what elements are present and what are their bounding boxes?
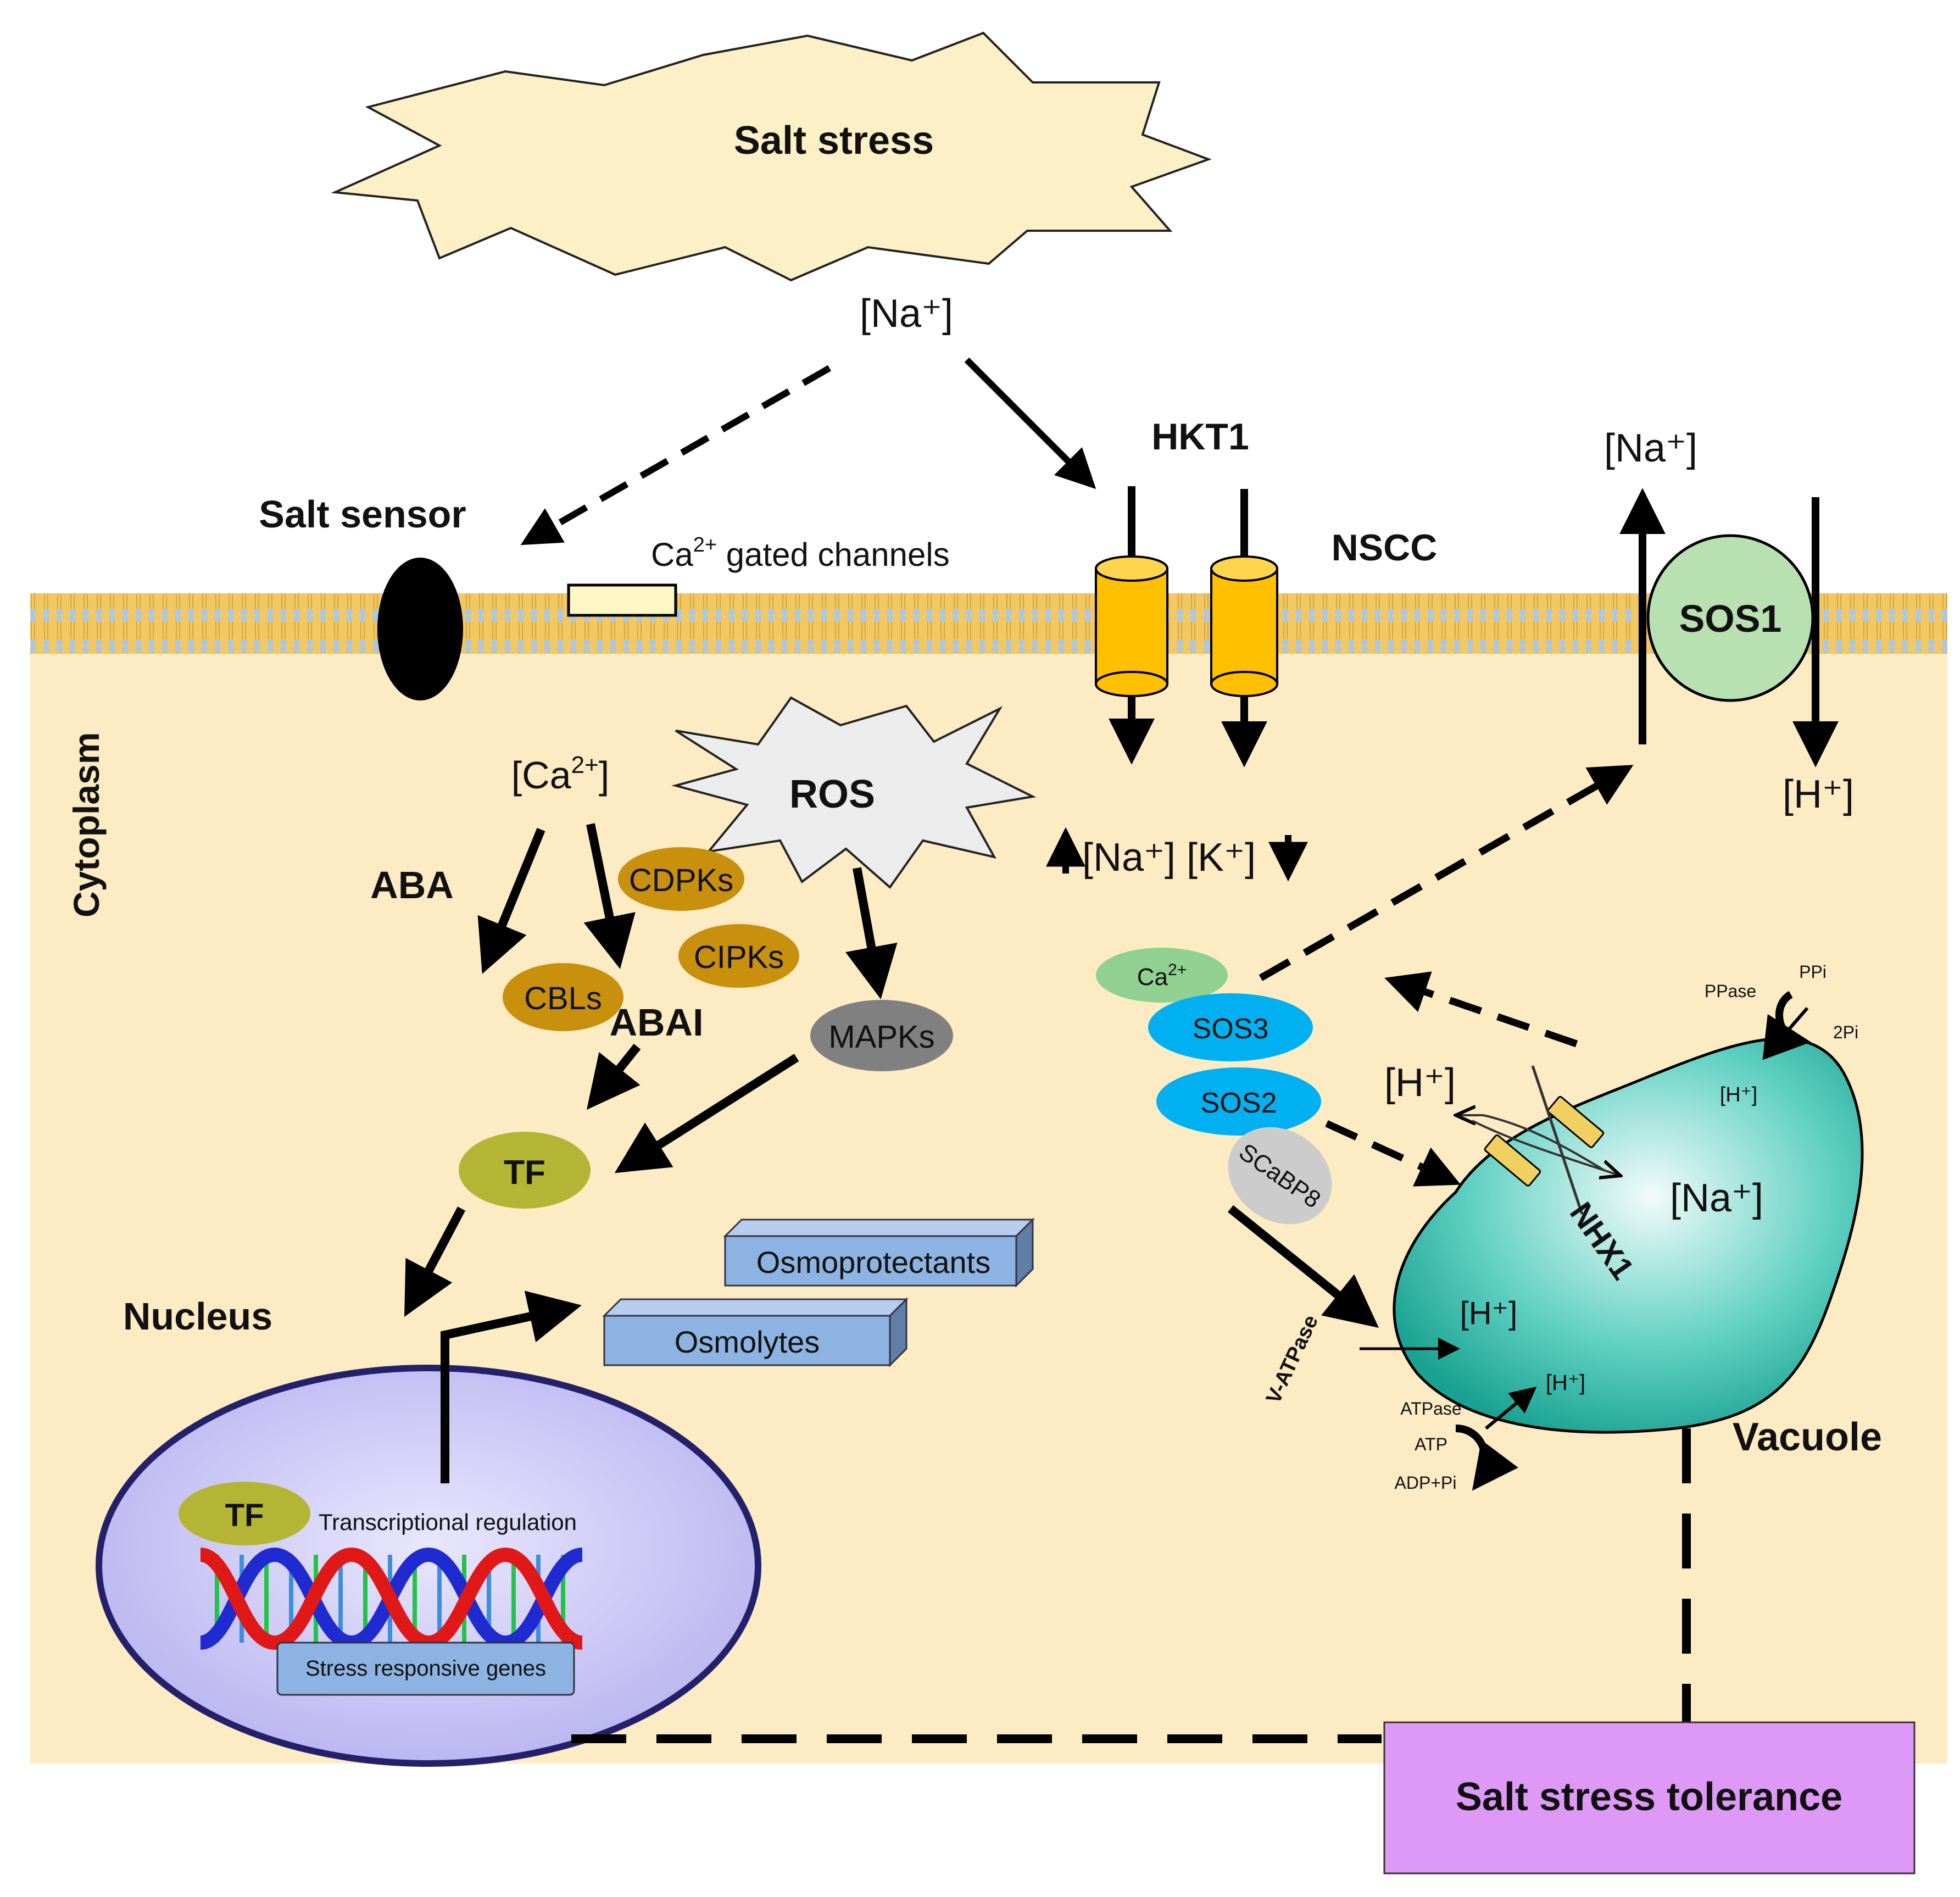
tf-nucleus-node xyxy=(179,1482,310,1545)
ppase-h-arrow xyxy=(1768,1007,1809,1054)
ca-to-abai-arrow xyxy=(583,823,636,969)
salt-sensor xyxy=(377,558,463,700)
h-vacuole-top-label: [H⁺] xyxy=(1720,1083,1758,1106)
osmolytes-box: Osmolytes xyxy=(602,1297,909,1367)
nhx1-h-flow-arrow xyxy=(1456,1115,1605,1171)
abai-to-tf-arrow xyxy=(587,1044,641,1110)
tolerance-label: Salt stress tolerance xyxy=(1456,1775,1842,1819)
atpase-label: ATPase xyxy=(1400,1399,1461,1418)
sos2-label: SOS2 xyxy=(1201,1087,1277,1119)
adp-pi-label: ADP+Pi xyxy=(1395,1473,1457,1493)
ca-sos-node xyxy=(1096,948,1228,1003)
na-to-hkt1-arrow xyxy=(964,357,1096,489)
atp-label: ATP xyxy=(1415,1434,1447,1454)
nhx1-part-b xyxy=(1547,1095,1605,1148)
dna-helix xyxy=(199,1547,583,1650)
salt-stress-burst xyxy=(331,31,1212,282)
h-vacuole-mid-label: [H⁺] xyxy=(1460,1295,1518,1331)
na-k-change-label: [Na⁺] [K⁺] xyxy=(1082,836,1256,880)
atpase-reaction-arrow xyxy=(1455,1425,1518,1491)
mapks-node xyxy=(810,1000,953,1071)
nucleus-label: Nucleus xyxy=(123,1295,272,1338)
stress-genes-box xyxy=(276,1642,575,1696)
osmoprotectants-box: Osmoprotectants xyxy=(723,1217,1035,1288)
na-vacuole-label: [Na⁺] xyxy=(1670,1176,1763,1220)
h-imported-label: [H⁺] xyxy=(1783,772,1854,816)
tolerance-box xyxy=(1383,1721,1916,1874)
salt-stress-label: Salt stress xyxy=(734,119,934,163)
tf-to-nucleus-arrow xyxy=(404,1206,466,1317)
ca-cytosolic-label: [Ca2+] xyxy=(511,752,610,797)
nhx1-na-flow-arrow xyxy=(1472,1120,1621,1176)
transcriptional-regulation-label: Transcriptional regulation xyxy=(319,1509,577,1535)
salt-sensor-label: Salt sensor xyxy=(259,493,466,536)
abai-label: ABAI xyxy=(609,1001,703,1044)
sos1-transporter xyxy=(1646,534,1814,702)
ros-burst xyxy=(671,696,1037,889)
mapks-to-tf-arrow xyxy=(614,1054,799,1173)
nscc-channel xyxy=(1210,489,1278,767)
stress-genes-label: Stress responsive genes xyxy=(305,1656,546,1681)
sos3-label: SOS3 xyxy=(1193,1013,1269,1045)
atpase-h-arrow xyxy=(1485,1386,1537,1430)
scabp8-to-vacuole-arrow xyxy=(1227,1205,1379,1328)
vacuole xyxy=(1393,1037,1864,1434)
ca-gated-channels-label: Ca2+ gated channels xyxy=(651,533,950,573)
two-pi-label: 2Pi xyxy=(1833,1022,1858,1042)
cytoplasm-label: Cytoplasm xyxy=(66,732,107,917)
vacuole-to-sos-arrow xyxy=(1384,971,1578,1048)
sos2-to-nhx1-arrow xyxy=(1325,1120,1461,1187)
aba-label: ABA xyxy=(370,864,454,906)
ros-to-mapks-arrow xyxy=(845,867,898,999)
tf-node xyxy=(459,1132,591,1209)
plasma-membrane xyxy=(30,593,1947,654)
cdpks-label: CDPKs xyxy=(629,863,733,898)
na-exported-label: [Na⁺] xyxy=(1604,426,1697,470)
scabp8-node xyxy=(1228,1127,1332,1225)
gene-expression-arrow xyxy=(441,1290,582,1483)
cbls-node xyxy=(503,963,623,1031)
nscc-label: NSCC xyxy=(1332,527,1438,569)
tf-nucleus-label: TF xyxy=(225,1498,264,1533)
sos1-label: SOS1 xyxy=(1679,597,1782,640)
osmolytes-label: Osmolytes xyxy=(675,1325,820,1359)
hkt1-channel xyxy=(1095,486,1168,765)
sos2-node xyxy=(1156,1067,1321,1136)
na-to-sensor-arrow xyxy=(520,365,831,546)
osmoprotectants-label: Osmoprotectants xyxy=(756,1245,990,1279)
cbls-label: CBLs xyxy=(524,981,602,1016)
sos3-to-sos1-arrow xyxy=(1259,765,1634,981)
cdpks-node xyxy=(618,847,744,911)
h-cytosolic-label: [H⁺] xyxy=(1384,1061,1456,1105)
hkt1-label: HKT1 xyxy=(1151,416,1249,458)
tf-label: TF xyxy=(504,1154,545,1192)
h-vacuole-low-label: [H⁺] xyxy=(1546,1371,1585,1395)
nhx1-outer-line xyxy=(1531,1065,1584,1215)
ca-gated-channel xyxy=(567,583,677,617)
mapks-label: MAPKs xyxy=(828,1019,934,1055)
na-outside-label: [Na⁺] xyxy=(860,292,953,336)
ros-label: ROS xyxy=(789,772,875,816)
cipks-node xyxy=(678,924,799,988)
vacuole-label: Vacuole xyxy=(1733,1415,1882,1459)
nhx1-part-a xyxy=(1484,1134,1541,1187)
ca-to-cbl-arrow xyxy=(477,827,545,974)
ca-sos-label: Ca2+ xyxy=(1137,961,1187,991)
cipks-label: CIPKs xyxy=(694,939,784,975)
ppi-label: PPi xyxy=(1799,962,1827,982)
nucleus xyxy=(96,1365,761,1767)
ppase-label: PPase xyxy=(1705,981,1756,1001)
sos3-node xyxy=(1148,993,1313,1061)
